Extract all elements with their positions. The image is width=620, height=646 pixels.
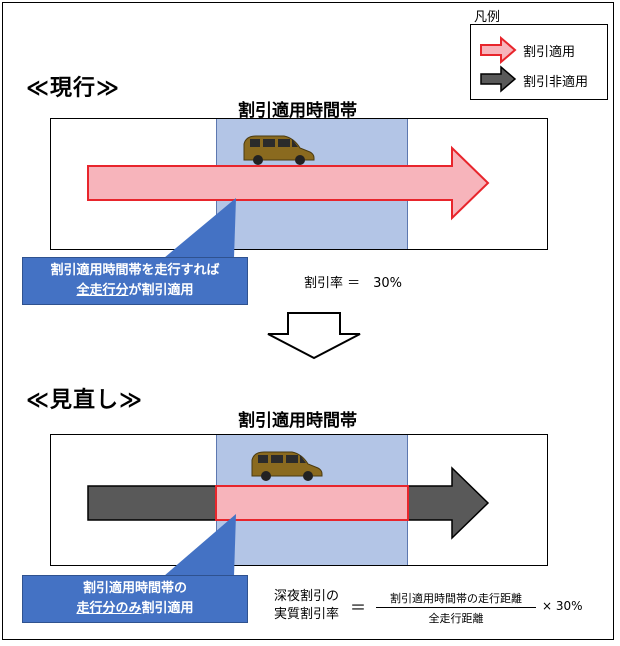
legend-no-discount-arrow-icon: [480, 65, 517, 93]
revised-section-title: ≪見直し≫: [26, 388, 144, 413]
formula-fraction-bar: [376, 607, 536, 608]
revised-arrow-icon: [87, 466, 490, 540]
formula-lhs-line1: 深夜割引の: [274, 589, 340, 604]
formula-lhs-line2: 実質割引率: [274, 607, 340, 622]
legend-arrow-icons: [480, 35, 517, 93]
legend: 割引適用 割引非適用: [470, 24, 608, 100]
formula-multiplier: × 30%: [542, 599, 583, 613]
revised-callout: 割引適用時間帯の 走行分のみ割引適用: [22, 575, 248, 623]
revised-discount-segment: [215, 485, 409, 521]
revised-callout-rest: 割引適用: [141, 601, 194, 616]
current-rate-text: 割引率 ＝ 30%: [304, 276, 403, 291]
figure-frame: [2, 2, 614, 640]
current-callout-pointer: [164, 198, 236, 258]
car-icon-current: [243, 135, 315, 165]
revised-callout-pointer: [164, 514, 236, 576]
current-discount-arrow-icon: [87, 145, 490, 221]
current-callout-line1: 割引適用時間帯を走行すれば: [50, 263, 220, 278]
legend-title: 凡例: [474, 10, 501, 25]
legend-discount-arrow-icon: [480, 35, 517, 65]
car-icon-revised: [251, 451, 323, 481]
revised-callout-line1: 割引適用時間帯の: [82, 581, 187, 596]
legend-label-no-discount: 割引非適用: [523, 75, 589, 90]
formula-lhs: 深夜割引の 実質割引率: [274, 588, 339, 624]
revised-zone-label: 割引適用時間帯: [238, 411, 357, 431]
current-callout-underlined: 全走行分: [76, 283, 129, 298]
formula-numerator: 割引適用時間帯の走行距離: [390, 592, 522, 605]
revised-callout-underlined: 走行分のみ: [76, 601, 142, 616]
current-callout: 割引適用時間帯を走行すれば 全走行分が割引適用: [22, 257, 248, 305]
formula-denominator: 全走行距離: [428, 612, 484, 625]
current-callout-rest: が割引適用: [128, 283, 194, 298]
down-arrow-icon: [267, 312, 361, 360]
formula-equals: ＝: [350, 598, 367, 617]
current-zone-label: 割引適用時間帯: [238, 101, 357, 121]
current-section-title: ≪現行≫: [26, 76, 121, 101]
legend-label-discount: 割引適用: [523, 45, 576, 60]
